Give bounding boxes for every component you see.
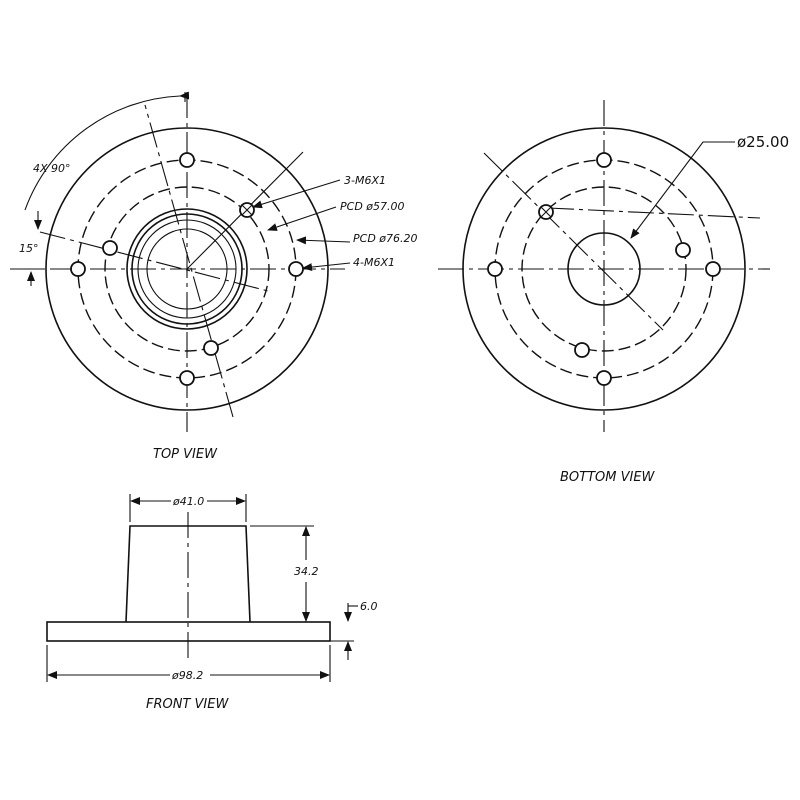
- label-pcd-outer: PCD ø76.20: [353, 232, 418, 245]
- leader-4-m6x1: [302, 262, 351, 272]
- bottom-view-pcd-inner-circle: [521, 186, 687, 352]
- bottom-view-diagonal-centerline: [483, 152, 664, 331]
- top-view-hole-right: [288, 261, 304, 277]
- leader-pcd-outer: [296, 236, 351, 245]
- top-view: 4X 90° 15° 3-M6X1 PCD ø57.00 PCD ø76.20 …: [10, 91, 418, 462]
- top-view-boss-outer: [126, 208, 248, 330]
- angle-dimension-label: 4X 90°: [33, 162, 71, 175]
- top-view-boss-inner: [137, 219, 237, 319]
- front-view-title: FRONT VIEW: [146, 697, 229, 712]
- label-bore-dia: ø25.00: [737, 133, 789, 151]
- bottom-view-flange-outline: [462, 127, 746, 411]
- top-view-pcd-inner-circle: [104, 186, 270, 352]
- bottom-view-hole-left: [487, 261, 503, 277]
- top-view-hole-top: [179, 152, 195, 168]
- bottom-view-title: BOTTOM VIEW: [560, 470, 656, 485]
- top-view-bore: [146, 228, 228, 310]
- top-view-diagonal-centerline: [144, 104, 234, 418]
- leader-bore-dia: [630, 141, 735, 239]
- angle-dimension-arc: [24, 91, 190, 211]
- bottom-view-tap-hole-2: [675, 242, 691, 258]
- leader-pcd-inner: [267, 206, 337, 231]
- label-4-m6x1: 4-M6X1: [353, 256, 395, 269]
- bottom-view: ø25.00 BOTTOM VIEW: [438, 100, 789, 485]
- offset-angle-label: 15°: [19, 242, 39, 255]
- top-dia-label: ø41.0: [172, 495, 204, 508]
- top-view-title: TOP VIEW: [153, 447, 218, 462]
- front-view: ø41.0 34.2 6.0 ø98.2 FRONT VIEW: [46, 494, 378, 712]
- label-pcd-inner: PCD ø57.00: [340, 200, 405, 213]
- leader-3-m6x1: [252, 179, 341, 209]
- top-view-tap-hole-2: [102, 240, 118, 256]
- top-view-hole-bottom: [179, 370, 195, 386]
- top-view-boss-chamfer: [131, 213, 243, 325]
- bottom-view-tap-hole-3: [574, 342, 590, 358]
- bottom-view-bore: [567, 232, 641, 306]
- bottom-view-hole-right: [705, 261, 721, 277]
- height-label: 34.2: [294, 565, 319, 578]
- bottom-view-tap-hole-hatch: [540, 206, 552, 218]
- top-view-hole-left: [70, 261, 86, 277]
- bottom-view-hole-bottom: [596, 370, 612, 386]
- top-view-tap-hole-3: [203, 340, 219, 356]
- top-view-flange-outline: [45, 127, 329, 411]
- thickness-label: 6.0: [360, 600, 378, 613]
- base-dia-label: ø98.2: [171, 669, 203, 682]
- top-view-tap-hole-hatch: [241, 204, 253, 216]
- bottom-view-hole-top: [596, 152, 612, 168]
- label-3-m6x1: 3-M6X1: [344, 174, 386, 187]
- bottom-view-slant-centerline: [547, 207, 761, 219]
